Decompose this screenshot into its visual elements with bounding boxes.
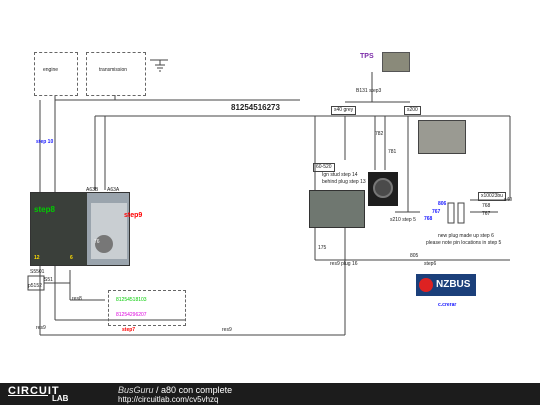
- nzbus-logo[interactable]: NZBUS: [416, 274, 476, 296]
- s40-grey-label: s40 grey: [331, 106, 357, 115]
- a63a-label: A63A: [107, 187, 120, 193]
- step9-label: step9: [124, 212, 143, 219]
- tps-photo[interactable]: [382, 52, 410, 72]
- nzbus-logo-text: NZBUS: [436, 279, 471, 290]
- p5152-label: p5152: [28, 283, 42, 289]
- step6-label: step6: [424, 261, 437, 267]
- num6-label: 6: [70, 255, 73, 261]
- bus-number-label: 81254516273: [231, 103, 280, 112]
- footer-bar: CIRCUIT LAB BusGuru / a80 con complete h…: [0, 383, 540, 405]
- s5501-label: S5501: [30, 269, 45, 275]
- transmission-box[interactable]: [86, 52, 146, 96]
- circuit-url[interactable]: http://circuitlab.com/cv5vhzq: [118, 395, 219, 404]
- num782-label: 782: [375, 131, 384, 137]
- res9-mid-label: res9: [222, 327, 232, 333]
- brand-top: CIRCUIT: [8, 385, 60, 397]
- x10023bu-label: x10023bu: [478, 192, 506, 201]
- title-separator: /: [153, 385, 162, 395]
- num175-label: 175: [318, 245, 327, 251]
- author-link[interactable]: BusGuru: [118, 385, 154, 395]
- ignition-photo[interactable]: [309, 190, 365, 228]
- num767b-label: 767: [482, 211, 491, 217]
- new-plug-label: new plug made up step 6: [438, 233, 494, 239]
- res9-left-label: res9: [36, 325, 46, 331]
- num767-label: 767: [432, 209, 441, 215]
- b131-label: B131 step3: [356, 88, 382, 94]
- circuit-title: a80 con complete: [161, 385, 233, 395]
- s51-label: S51: [44, 277, 53, 283]
- engine-box[interactable]: [34, 52, 78, 96]
- s210-label: s210 step 5: [390, 217, 416, 223]
- s40-label: s40: [504, 197, 513, 203]
- num6020-label: 60-520: [313, 163, 335, 172]
- ign-stud-label: Ign stud step 14: [322, 172, 358, 178]
- plug-photo[interactable]: [418, 120, 466, 154]
- num806-label: 806: [438, 201, 447, 207]
- fuse-box-photo[interactable]: [30, 192, 130, 266]
- num76-label: 76: [94, 239, 100, 245]
- engine-label: engine: [43, 67, 59, 73]
- code-magenta-label: 81254296207: [116, 312, 147, 318]
- step10-label: step 10: [36, 139, 54, 145]
- step8-label: step8: [34, 205, 55, 214]
- circuitlab-logo[interactable]: CIRCUIT LAB: [8, 385, 92, 403]
- num805-label: 805: [410, 253, 419, 259]
- schematic-canvas[interactable]: NZBUS engine transmission TPS B131 step3…: [0, 0, 540, 383]
- footer-title: BusGuru / a80 con complete: [118, 385, 232, 395]
- num781-label: 781: [388, 149, 397, 155]
- step7-label: step7: [122, 327, 136, 333]
- tps-label: TPS: [360, 53, 374, 60]
- num768-label: 768: [424, 216, 433, 222]
- res8-label: res8: [72, 296, 82, 302]
- credit-label: c.crerar: [438, 302, 457, 308]
- a63b-label: A63B: [86, 187, 99, 193]
- speaker-photo[interactable]: [368, 172, 398, 206]
- code-green-label: 81254518103: [116, 297, 147, 303]
- num768b-label: 768: [482, 203, 491, 209]
- s200-label: s200: [404, 106, 421, 115]
- brand-bottom: LAB: [52, 394, 69, 403]
- num12-label: 12: [34, 255, 40, 261]
- transmission-label: transmission: [99, 67, 128, 73]
- connector-box[interactable]: [108, 290, 186, 326]
- behind-plug-label: behind plug step 13: [322, 179, 366, 185]
- pin-locations-label: please note pin locations in step 5: [426, 240, 502, 246]
- brand-underline: [8, 395, 48, 396]
- res9-plug16-label: res9 plug 16: [330, 261, 358, 267]
